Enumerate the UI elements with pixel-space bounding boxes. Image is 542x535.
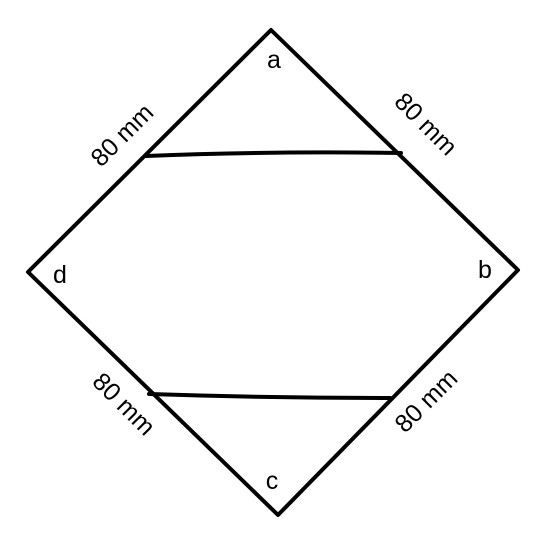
vertex-a-label: a xyxy=(267,46,281,74)
dimension-bottom-left: 80 mm xyxy=(87,367,161,441)
top-cut-line xyxy=(144,150,403,158)
vertex-c-label: c xyxy=(266,467,279,495)
dimension-top-right: 80 mm xyxy=(389,87,463,161)
dimension-bottom-right: 80 mm xyxy=(389,364,463,438)
bottom-cut-line xyxy=(147,392,392,400)
dimension-top-left: 80 mm xyxy=(85,98,159,172)
vertex-d-label: d xyxy=(53,261,67,289)
rhombus-outline xyxy=(26,28,520,517)
vertex-b-label: b xyxy=(478,256,492,284)
